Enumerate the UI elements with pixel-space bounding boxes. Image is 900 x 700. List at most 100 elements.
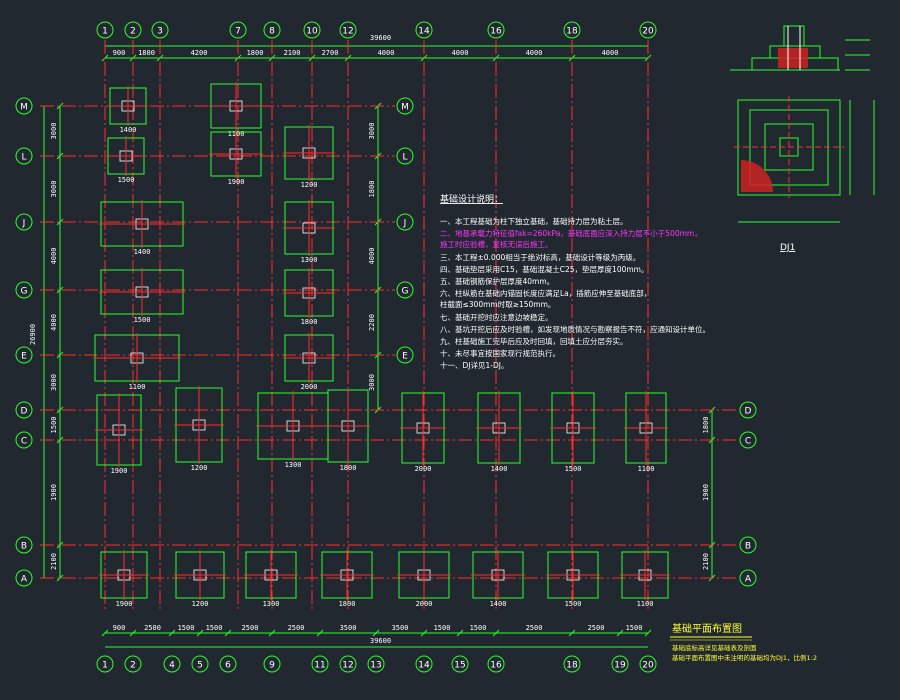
axis-bubble-top-label: 18 [566, 27, 578, 37]
axis-bubble-right-circle [396, 281, 414, 299]
footing-size-label: 1400 [491, 465, 508, 473]
dimension-tick [56, 286, 64, 294]
dimension-tick [56, 351, 64, 359]
axis-bubble-top-circle [339, 21, 357, 39]
dimension-label: 900 [113, 49, 126, 57]
dimension-tick [101, 629, 109, 637]
axis-bubble-left-circle [15, 401, 33, 419]
note-line-highlight: 施工时应验槽，复核无误后施工。 [440, 239, 553, 249]
axis-bubble-right-circle [739, 431, 757, 449]
axis-bubble-right-circle [396, 97, 414, 115]
dimension-label: 4200 [191, 49, 208, 57]
dimension-label: 3000 [368, 374, 376, 391]
axis-bubble-bottom-label: 4 [169, 661, 175, 671]
axis-bubble-right-circle [396, 213, 414, 231]
axis-bubble-top-circle [415, 21, 433, 39]
footing-size-label: 2000 [416, 600, 433, 608]
axis-bubble-top-circle [303, 21, 321, 39]
axis-bubble-left-circle [15, 569, 33, 587]
dimension-tick [56, 218, 64, 226]
dimension-label: 1500 [434, 624, 451, 632]
dimension-label: 1800 [138, 49, 155, 57]
axis-bubble-top-circle [563, 21, 581, 39]
axis-bubble-left-circle [15, 536, 33, 554]
axis-bubble-right-circle [739, 536, 757, 554]
footing-size-label: 1300 [285, 461, 302, 469]
dimension-tick [129, 629, 137, 637]
dimension-label: 2200 [368, 314, 376, 331]
dimension-label: 4000 [452, 49, 469, 57]
axis-bubble-left-label: L [21, 153, 26, 163]
axis-bubble-right-label: E [402, 352, 408, 362]
footing-layer: 1400150011001900120013001800200014001500… [93, 82, 670, 608]
dimension-label: 1500 [50, 417, 58, 434]
dimension-tick [56, 436, 64, 444]
axis-bubble-bottom-circle [367, 655, 385, 673]
dimension-tick [56, 102, 64, 110]
dimension-label: 2700 [322, 49, 339, 57]
axis-bubble-right-label: D [745, 407, 752, 417]
dimension-label: 2500 [588, 624, 605, 632]
axis-bubble-bottom-circle [639, 655, 657, 673]
footing-size-label: 1900 [111, 467, 128, 475]
dimension-label: 3000 [368, 123, 376, 140]
dimension-label: 2100 [702, 553, 710, 570]
axis-bubble-right-circle [739, 569, 757, 587]
axis-bubble-bottom-circle [124, 655, 142, 673]
dimension-label: 4000 [368, 248, 376, 265]
footing-size-label: 1400 [134, 248, 151, 256]
note-line: 三、本工程±0.000相当于绝对标高，基础设计等级为丙级。 [440, 252, 640, 262]
title-block: 基础平面布置图 基础底标高详见基础表及剖面 基础平面布置图中未注明的基础均为DJ… [670, 622, 817, 662]
dimension-label: 3500 [340, 624, 357, 632]
axis-bubble-bottom-circle [415, 655, 433, 673]
axis-bubble-top-circle [96, 21, 114, 39]
axis-bubble-bottom-circle [611, 655, 629, 673]
axis-bubble-top-circle [639, 21, 657, 39]
axis-bubble-left-circle [15, 281, 33, 299]
axis-bubble-bottom-label: 14 [418, 661, 430, 671]
axis-bubble-right-label: A [745, 575, 752, 585]
axis-bubble-left-circle [15, 346, 33, 364]
dimension-label: 4000 [50, 314, 58, 331]
dimension-label: 3000 [50, 374, 58, 391]
dimension-label: 2500 [526, 624, 543, 632]
footing-size-label: 2000 [415, 465, 432, 473]
dimension-label: 2500 [288, 624, 305, 632]
axis-bubble-right-label: M [401, 103, 409, 113]
axis-bubble-bottom-label: 15 [454, 661, 465, 671]
axis-grid-layer [40, 40, 738, 610]
dimension-tick [616, 629, 624, 637]
dimension-tick [56, 574, 64, 582]
dimension-tick [56, 406, 64, 414]
axis-bubble-bottom-label: 11 [314, 661, 325, 671]
footing-size-label: 1100 [637, 600, 654, 608]
note-line-highlight: 二、地基承载力特征值fak=260kPa，基础底面应深入持力层不小于500mm， [440, 228, 702, 238]
detail-label: DJ1 [780, 243, 795, 253]
axis-bubble-top-circle [124, 21, 142, 39]
axis-bubble-bottom-circle [563, 655, 581, 673]
footing-size-label: 1500 [118, 176, 135, 184]
note-line: 十一、DJ详见1-DJ。 [440, 360, 508, 370]
footing-size-label: 1800 [340, 464, 357, 472]
dimension-tick [56, 541, 64, 549]
dimension-tick [456, 629, 464, 637]
axis-bubble-left-label: C [21, 437, 27, 447]
dimension-tick [168, 629, 176, 637]
dimension-tick [196, 629, 204, 637]
axis-bubble-bottom-label: 13 [370, 661, 381, 671]
axis-bubble-top-circle [487, 21, 505, 39]
dimension-label: 1900 [702, 484, 710, 501]
dimension-label: 3000 [50, 181, 58, 198]
left-total-dimension: 26900 [29, 324, 37, 345]
axis-bubble-bottom-label: 19 [614, 661, 626, 671]
note-line: 四、基础垫层采用C15，基础混凝土C25，垫层厚度100mm。 [440, 264, 649, 274]
axis-bubble-bottom-label: 2 [130, 661, 136, 671]
axis-bubble-left-label: G [21, 287, 28, 297]
axis-bubble-left-label: M [20, 103, 28, 113]
note-line: 七、基础开挖时应注意边坡稳定。 [440, 312, 553, 322]
axis-bubble-left-label: A [21, 575, 28, 585]
footing-size-label: 1400 [120, 126, 137, 134]
axis-bubble-left-circle [15, 213, 33, 231]
dimension-label: 3500 [392, 624, 409, 632]
